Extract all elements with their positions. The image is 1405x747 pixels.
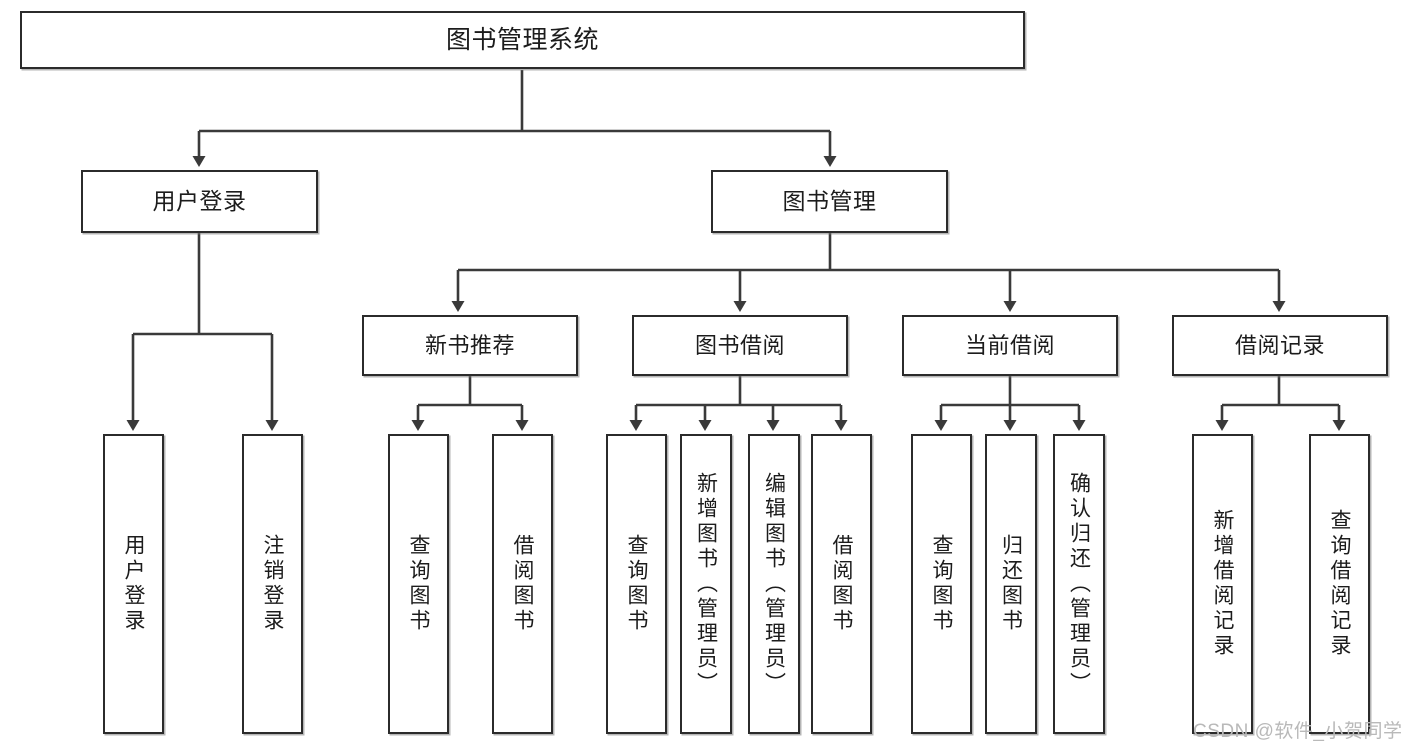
node-label: 当前借阅 <box>964 332 1055 358</box>
node-label: 图书借阅 <box>694 332 785 358</box>
node-label: 查询借阅记录 <box>1328 509 1351 659</box>
node-label: 编辑图书（管理员） <box>762 471 786 697</box>
node-user-login[interactable]: 用户登录 <box>81 170 318 233</box>
node-label: 归还图书 <box>999 534 1023 634</box>
node-label: 借阅图书 <box>511 534 534 634</box>
node-root-book-management-system[interactable]: 图书管理系统 <box>20 11 1025 69</box>
node-label: 查询图书 <box>407 534 430 634</box>
node-label: 借阅记录 <box>1234 332 1325 358</box>
leaf-book-borrow-query-book[interactable]: 查询图书 <box>606 434 667 734</box>
leaf-user-login-logout[interactable]: 注销登录 <box>242 434 303 734</box>
leaf-current-borrow-query-book[interactable]: 查询图书 <box>911 434 972 734</box>
node-label: 图书管理系统 <box>445 25 599 54</box>
node-book-management[interactable]: 图书管理 <box>711 170 948 233</box>
leaf-new-book-query-book[interactable]: 查询图书 <box>388 434 449 734</box>
leaf-book-borrow-borrow-book[interactable]: 借阅图书 <box>811 434 872 734</box>
leaf-user-login-login[interactable]: 用户登录 <box>103 434 164 734</box>
leaf-book-borrow-edit-book-admin[interactable]: 编辑图书（管理员） <box>748 434 800 734</box>
node-label: 查询图书 <box>930 534 953 634</box>
leaf-current-borrow-return-book[interactable]: 归还图书 <box>985 434 1037 734</box>
node-label: 借阅图书 <box>830 534 853 634</box>
node-label: 图书管理 <box>782 188 877 215</box>
node-label: 用户登录 <box>122 534 145 634</box>
leaf-book-borrow-add-book-admin[interactable]: 新增图书（管理员） <box>680 434 732 734</box>
leaf-current-borrow-confirm-return-admin[interactable]: 确认归还（管理员） <box>1053 434 1105 734</box>
node-new-book-recommend[interactable]: 新书推荐 <box>362 315 578 376</box>
node-label: 新增借阅记录 <box>1211 509 1234 659</box>
node-current-borrow[interactable]: 当前借阅 <box>902 315 1118 376</box>
node-label: 用户登录 <box>152 188 247 215</box>
leaf-borrow-record-query-record[interactable]: 查询借阅记录 <box>1309 434 1370 734</box>
node-label: 注销登录 <box>261 534 284 634</box>
node-label: 新书推荐 <box>424 332 515 358</box>
node-label: 新增图书（管理员） <box>694 471 718 697</box>
leaf-new-book-borrow-book[interactable]: 借阅图书 <box>492 434 553 734</box>
leaf-borrow-record-add-record[interactable]: 新增借阅记录 <box>1192 434 1253 734</box>
node-label: 确认归还（管理员） <box>1067 471 1091 697</box>
node-book-borrow[interactable]: 图书借阅 <box>632 315 848 376</box>
node-borrow-record[interactable]: 借阅记录 <box>1172 315 1388 376</box>
node-label: 查询图书 <box>625 534 648 634</box>
